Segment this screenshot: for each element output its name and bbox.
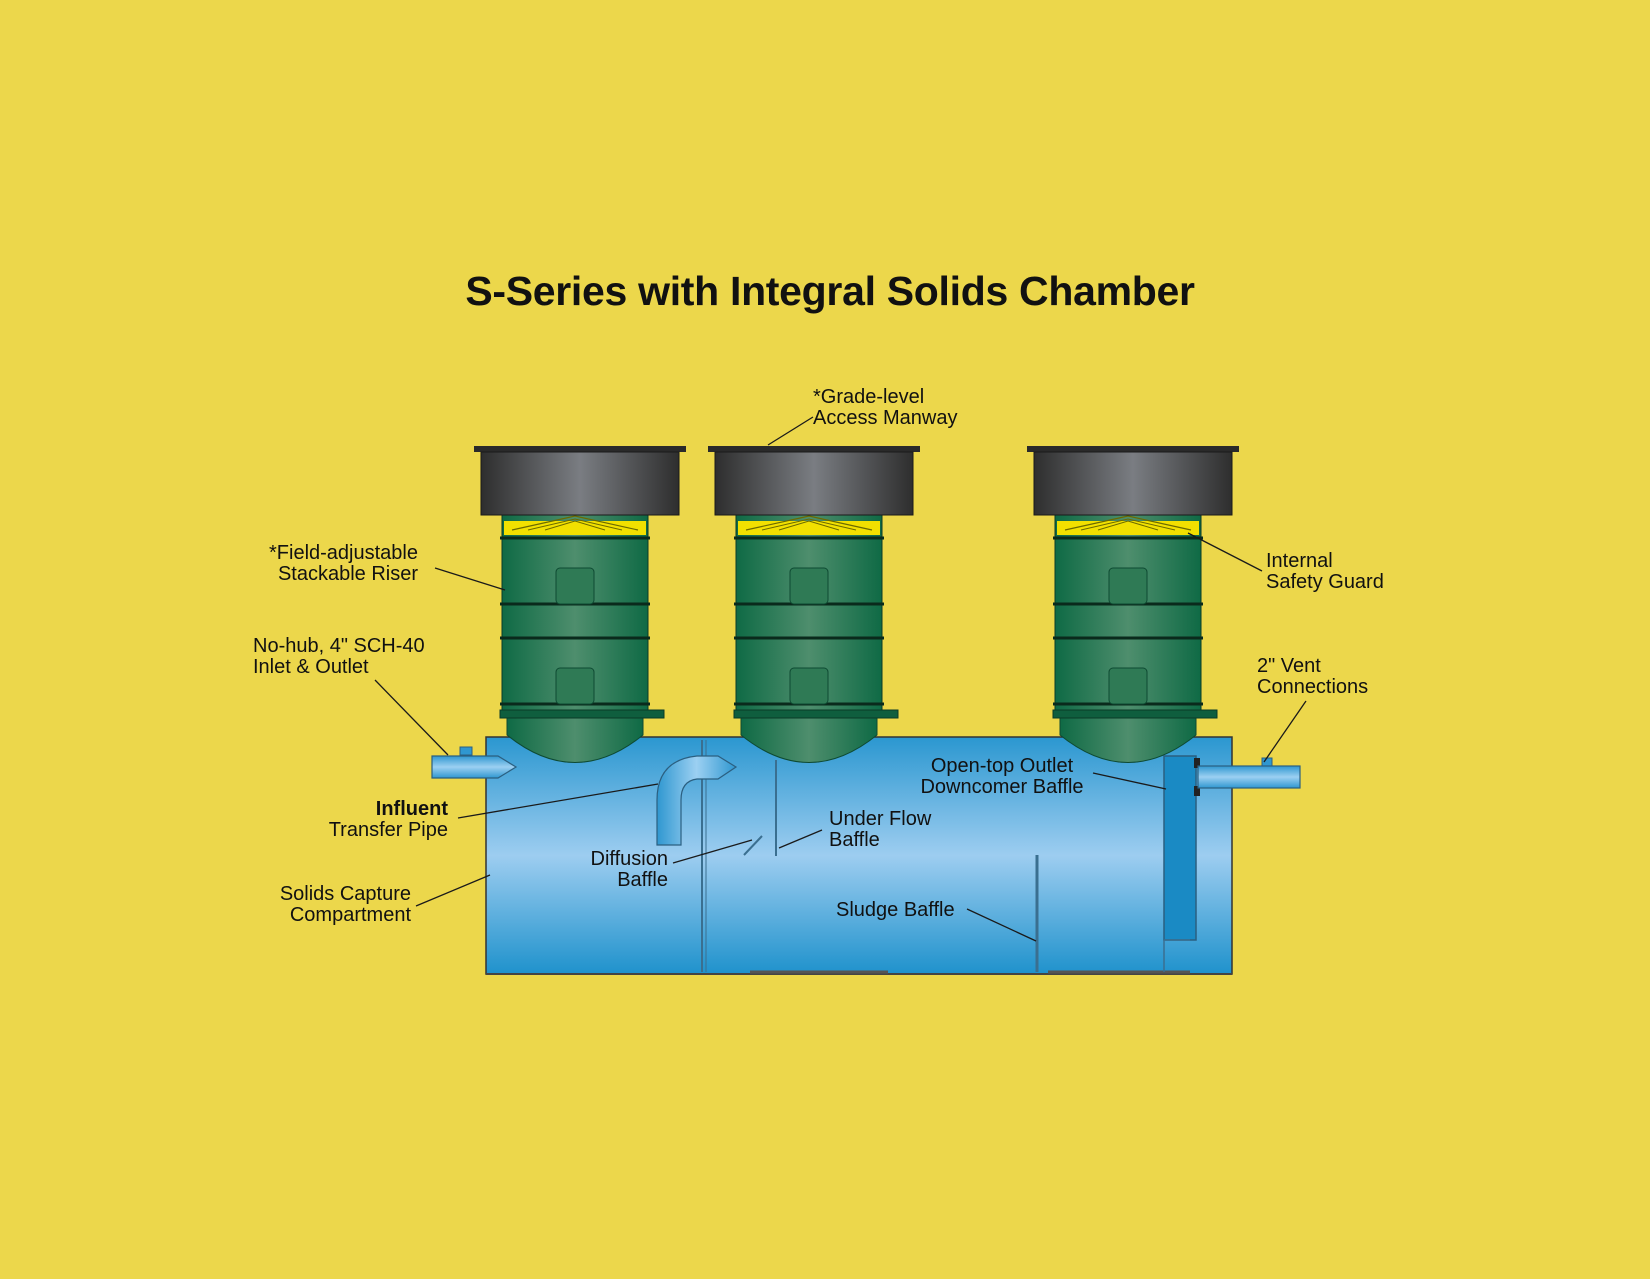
riser-3 — [1025, 444, 1241, 764]
label-sludge-baffle: Sludge Baffle — [836, 900, 955, 921]
label-stackable-riser: *Field-adjustable Stackable Riser — [230, 543, 418, 585]
label-downcomer-baffle: Open-top Outlet Downcomer Baffle — [905, 756, 1099, 798]
label-line: Internal — [1266, 550, 1333, 572]
label-line: No-hub, 4" SCH-40 — [253, 635, 425, 657]
label-line: Under Flow — [829, 808, 932, 830]
label-vent-connections: 2" Vent Connections — [1257, 656, 1368, 698]
label-line: Solids Capture — [279, 883, 411, 905]
label-line: Baffle — [829, 829, 880, 851]
page-title: S-Series with Integral Solids Chamber — [465, 268, 1195, 314]
label-grade-level-access-manway: *Grade-level Access Manway — [813, 387, 958, 429]
label-line: Sludge Baffle — [836, 899, 955, 921]
under-flow-baffle — [743, 760, 777, 856]
label-solids-capture-compartment: Solids Capture Compartment — [250, 884, 411, 926]
label-line: 2" Vent — [1257, 655, 1321, 677]
label-line: Compartment — [289, 904, 411, 926]
label-line: Access Manway — [813, 407, 958, 429]
label-line: Baffle — [617, 869, 668, 891]
inlet-pipe — [431, 746, 518, 779]
outlet-pipe — [1197, 757, 1301, 789]
label-inlet-outlet: No-hub, 4" SCH-40 Inlet & Outlet — [253, 636, 425, 678]
label-under-flow-baffle: Under Flow Baffle — [829, 809, 931, 851]
label-internal-safety-guard: Internal Safety Guard — [1266, 551, 1384, 593]
leader-lines — [374, 416, 1307, 942]
label-line: Inlet & Outlet — [253, 656, 369, 678]
label-line: Open-top Outlet — [930, 755, 1074, 777]
label-line: Downcomer Baffle — [920, 776, 1084, 798]
label-line: Influent — [375, 798, 448, 820]
riser-1 — [474, 446, 686, 763]
label-line: Diffusion — [590, 848, 668, 870]
label-diffusion-baffle: Diffusion Baffle — [560, 849, 668, 891]
label-line: Transfer Pipe — [328, 819, 448, 841]
label-line: *Field-adjustable — [269, 542, 418, 564]
label-line: Connections — [1257, 676, 1369, 698]
outlet-downcomer-baffle — [1163, 755, 1200, 972]
label-line: Stackable Riser — [277, 563, 418, 585]
influent-transfer-pipe — [656, 755, 738, 846]
label-line: *Grade-level — [813, 386, 925, 408]
label-influent-transfer-pipe: Influent Transfer Pipe — [300, 799, 448, 841]
riser-2 — [706, 444, 922, 764]
label-line: Safety Guard — [1266, 571, 1384, 593]
